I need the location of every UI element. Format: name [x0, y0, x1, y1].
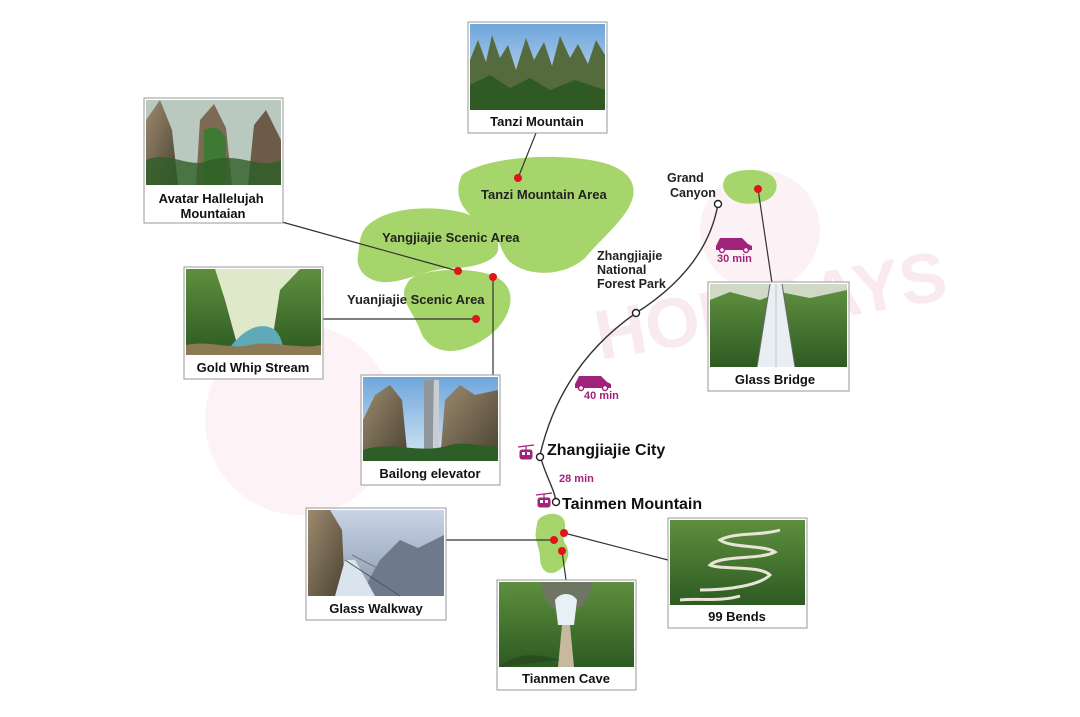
avatar-hallelujah-card[interactable]: Avatar Hallelujah Mountaian [143, 97, 284, 224]
tanzi-mountain-photo [470, 24, 605, 110]
red-pin-marker [472, 315, 480, 323]
tanzi-mountain-card[interactable]: Tanzi Mountain [467, 21, 608, 134]
glass-bridge-caption: Glass Bridge [735, 372, 815, 387]
connector-lines [281, 132, 773, 581]
route-nodes [535, 199, 723, 507]
route-line [539, 203, 719, 503]
yangjiajie-area-label: Yangjiajie Scenic Area [382, 230, 520, 245]
red-pin-marker [454, 267, 462, 275]
glass-walkway-card[interactable]: Glass Walkway [305, 507, 447, 621]
red-pin-marker [489, 273, 497, 281]
ninety-nine-bends-card[interactable]: 99 Bends [667, 517, 808, 629]
route-node [631, 308, 641, 318]
travel-time-40: 40 min [584, 390, 619, 402]
glass-walkway-caption: Glass Walkway [329, 601, 423, 616]
yangjiajie-area-land [357, 208, 499, 283]
cable-car-icon [535, 492, 553, 508]
route-node [551, 497, 561, 507]
avatar-hallelujah-caption: Avatar Hallelujah Mountaian [159, 191, 268, 221]
yuanjiajie-area-land [403, 269, 511, 351]
travel-time-28: 28 min [559, 473, 594, 485]
tianmen-cave-card[interactable]: Tianmen Cave [496, 579, 637, 691]
glass-walkway-photo [308, 510, 444, 597]
glass-bridge-card[interactable]: Glass Bridge [707, 281, 850, 392]
cable-car-icon [517, 444, 535, 460]
car-icon [716, 238, 752, 254]
tianmen-mountain-label: Tainmen Mountain [562, 496, 702, 513]
ninety-nine-bends-caption: 99 Bends [708, 609, 766, 624]
bailong-elevator-card[interactable]: Bailong elevator [360, 374, 501, 486]
gold-whip-stream-caption: Gold Whip Stream [197, 360, 310, 375]
tanzi-area-label: Tanzi Mountain Area [481, 187, 607, 202]
travel-time-30: 30 min [717, 253, 752, 265]
bailong-elevator-caption: Bailong elevator [379, 466, 480, 481]
red-pin-marker [558, 547, 566, 555]
tanzi-area-land [458, 156, 634, 273]
avatar-hallelujah-photo [146, 100, 281, 185]
red-pin-marker [550, 536, 558, 544]
ninety-nine-bends-photo [670, 520, 805, 605]
route-node [535, 452, 545, 462]
tianmen-cave-photo [499, 582, 634, 667]
yuanjiajie-area-label: Yuanjiajie Scenic Area [347, 292, 485, 307]
red-pin-markers [454, 174, 762, 555]
car-icon [575, 376, 611, 392]
zhangjiajie-city-label: Zhangjiajie City [547, 442, 665, 459]
glass-bridge-photo [710, 283, 847, 368]
gold-whip-stream-card[interactable]: Gold Whip Stream [183, 266, 324, 380]
route-node [713, 199, 723, 209]
tianmen-cave-caption: Tianmen Cave [522, 671, 610, 686]
national-forest-park-label: Zhangjiajie National Forest Park [597, 249, 666, 291]
red-pin-marker [754, 185, 762, 193]
tanzi-mountain-caption: Tanzi Mountain [490, 114, 584, 129]
red-pin-marker [560, 529, 568, 537]
red-pin-marker [514, 174, 522, 182]
gold-whip-stream-photo [186, 269, 321, 355]
glass-bridge-area-land [723, 169, 777, 204]
bailong-elevator-photo [363, 377, 498, 461]
grand-canyon-label: Grand Canyon [667, 171, 716, 200]
